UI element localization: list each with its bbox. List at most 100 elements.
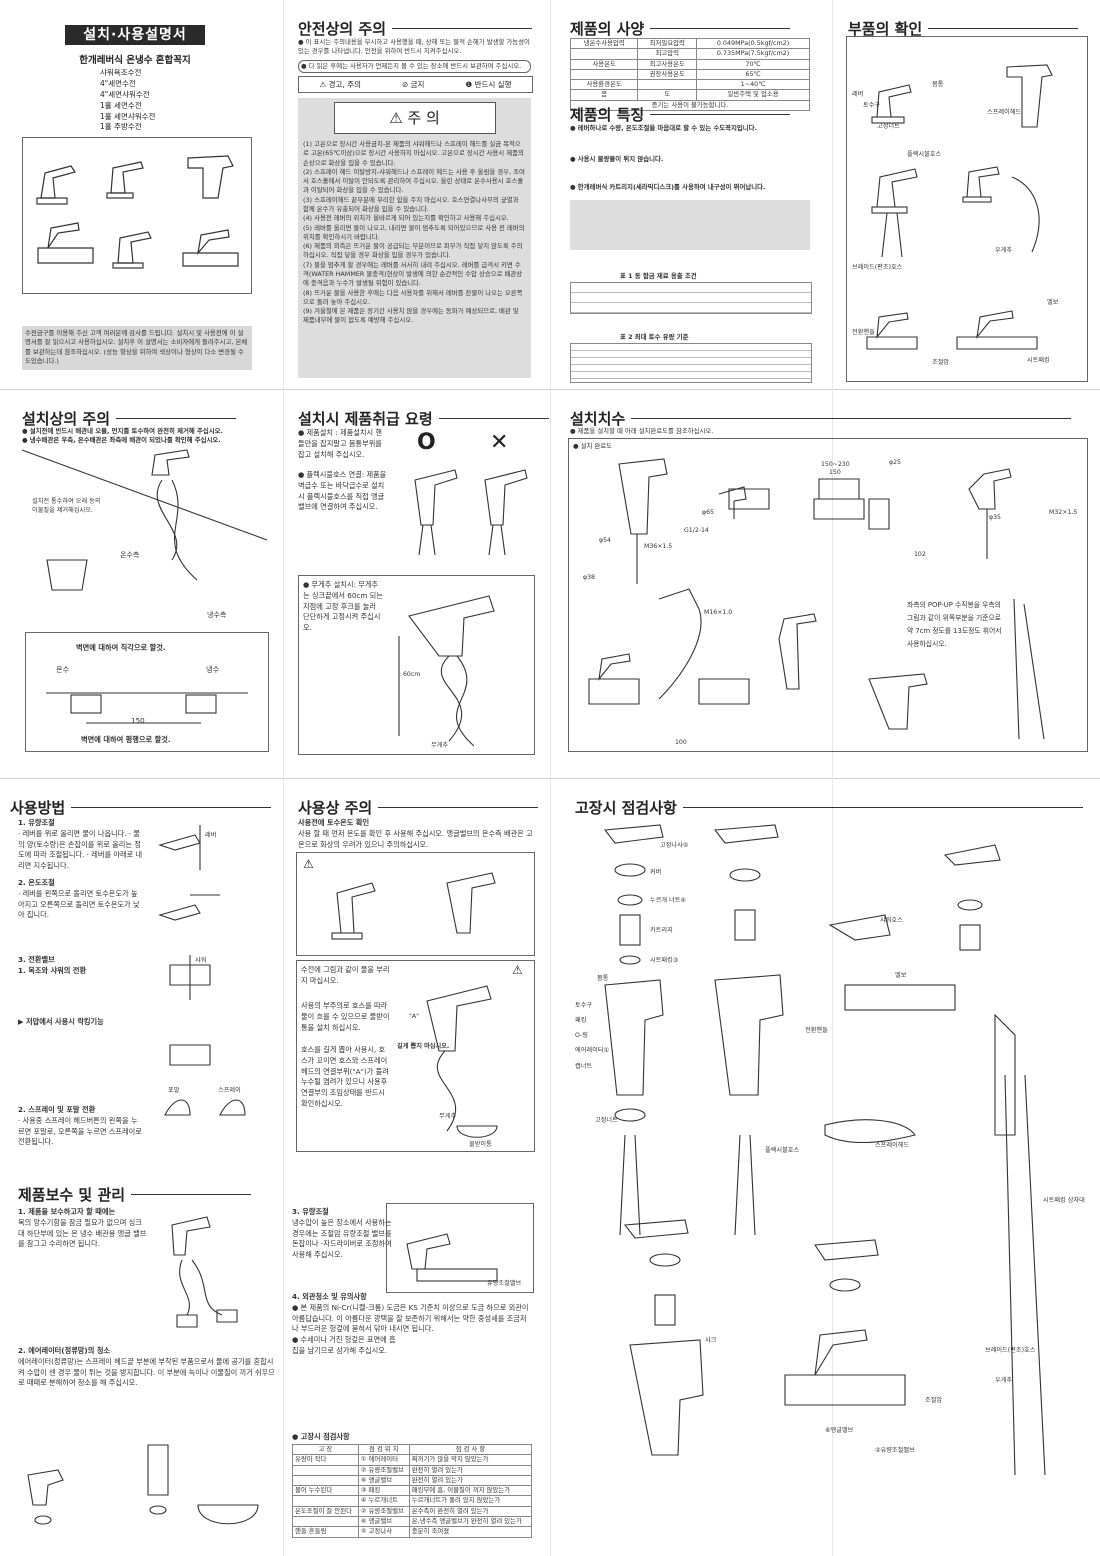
table-cell: ⑥ 앵글밸브 bbox=[357, 1515, 410, 1528]
install-caution-item: ● 설치전에 반드시 배관내 오물, 먼지를 토수하여 완전히 제거해 주십시오… bbox=[22, 427, 223, 435]
cold-label: 냉수 bbox=[206, 665, 220, 674]
table-cell: 사용환경온도 bbox=[569, 79, 639, 91]
connection-a-label: "A" bbox=[409, 1013, 419, 1020]
lever-label: 레버 bbox=[205, 832, 217, 839]
wall-mount-figure: 벽면에 대하여 직각으로 할것. 온수 냉수 150 벽면에 대하여 평행으로 … bbox=[25, 632, 269, 752]
feature-item: ● 사용시 불량물이 튀지 않습니다. bbox=[570, 155, 664, 164]
dims-drawing: ● 설치 완료도 φ65 G1/2-14 φ54 M36×1.5 φ38 M16… bbox=[568, 438, 1088, 752]
hot-label: 온수 bbox=[56, 665, 70, 674]
cover-subtitle: 한개레버식 온냉수 혼합꼭지 bbox=[79, 55, 191, 66]
part-label-weight: 우게추 bbox=[995, 247, 1013, 254]
safety-caution-box: ⚠ 주 의 (1) 고온으로 장시간 사용금지-본 제품의 샤워헤드나 스프레이… bbox=[298, 98, 531, 378]
ng-mark: ✕ bbox=[490, 430, 509, 455]
weight-install-svg bbox=[398, 595, 495, 747]
install-caution-list: ● 설치전에 반드시 배관내 오물, 먼지를 토수하여 완전히 제거해 주십시오… bbox=[22, 427, 267, 446]
usage-step-2: 2. 온도조절 · 레버를 왼쪽으로 돌리면 토수온도가 높아지고 오른쪽으로 … bbox=[18, 878, 143, 921]
shower-label: 샤워 bbox=[195, 957, 207, 964]
sink-figure-svg bbox=[21, 449, 268, 591]
feature-section-title: 제품의 특징 bbox=[570, 104, 791, 125]
parts-section-title: 부품의 확인 bbox=[848, 18, 1079, 39]
dim-label: φ54 bbox=[599, 537, 611, 544]
ts-label: 브레이드(편조)호스 bbox=[985, 1347, 1036, 1354]
use-caution-sub: 사용전에 토수온도 확인 bbox=[298, 818, 370, 827]
handling-text-1: ● 제품설치 : 제품설치시 핸들만을 잡지말고 몸통부위를 잡고 설치해 주십… bbox=[298, 428, 382, 459]
ts-label: ⑥앵글밸브 bbox=[825, 1427, 854, 1434]
usage-step-2-text: · 레버를 왼쪽으로 돌리면 토수온도가 높아지고 오른쪽으로 돌리면 토수온도… bbox=[18, 888, 140, 920]
prohibited-label: 금지 bbox=[410, 80, 425, 89]
handling-ox-figure: O ✕ bbox=[395, 430, 535, 560]
install-caution-item: ● 냉수배관은 우측, 온수배관은 좌측에 배관이 되었나를 확인해 주십시오. bbox=[22, 436, 221, 445]
maintenance-3-head: 3. 유량조절 bbox=[292, 1207, 329, 1216]
model-item: 4"세면수전 bbox=[100, 78, 136, 88]
part-label-spout: 토수구 bbox=[863, 102, 881, 109]
table-cell: 패킹부에 흠, 이물질이 끼지 않았는가 bbox=[408, 1485, 533, 1497]
use-caution-t3: 사용의 부주의로 호스를 따라 물이 흐를 수 있으므로 물받이통을 설치 하십… bbox=[301, 1001, 390, 1032]
caution-item: (7) 물을 멈추게 할 경우에는 레버를 서서히 내려 주십시오. 레버를 급… bbox=[303, 260, 523, 288]
ts-label: 몸통 bbox=[597, 975, 609, 982]
table-cell bbox=[292, 1515, 359, 1528]
weight-label: 무게추 bbox=[439, 1113, 457, 1120]
feature-item: ● 레버하나로 수량, 온도조절을 마음대로 할 수 있는 수도꼭지입니다. bbox=[570, 124, 757, 132]
table-cell: 일반주택 및 업소용 bbox=[696, 89, 810, 101]
part-label-sprayhead: 스프레이헤드 bbox=[987, 109, 1022, 116]
usage-step-1-text: · 레버를 위로 올리면 물이 나옵니다. · 물의 양(토수량)은 손잡이를 … bbox=[18, 828, 143, 871]
feature-detail-box bbox=[570, 200, 810, 250]
safety-title-text: 안전상의 주의 bbox=[298, 20, 387, 38]
parts-diagram-svg bbox=[866, 64, 1053, 350]
usage-step-3-head: 3. 전환밸브 bbox=[18, 955, 55, 964]
table-cell bbox=[292, 1495, 359, 1507]
ts-label: 샤크 bbox=[705, 1337, 717, 1344]
handling-section-title: 설치시 제품취급 요령 bbox=[298, 408, 549, 429]
model-item: 4"세면샤워수전 bbox=[100, 89, 150, 99]
flow-valve-label: 유량조절밸브 bbox=[487, 1280, 522, 1287]
table-cell: 완전히 열려 있는가 bbox=[408, 1474, 533, 1487]
caution-item: (4) 사용전 레버의 위치가 올바르게 되어 있는지를 확인하고 사용해 주십… bbox=[303, 214, 509, 223]
cover-title: 설치·사용설명서 bbox=[83, 27, 187, 43]
feature-list: ● 레버하나로 수량, 온도조절을 마음대로 할 수 있는 수도꼭지입니다. ●… bbox=[570, 124, 810, 192]
feature-item: ● 한개레버식 카트리지(세라믹디스크)를 사용하여 내구성이 뛰어납니다. bbox=[570, 182, 766, 191]
maintenance-4b-text: ● 수세미나 거친 헝겊은 표면에 흠집을 남기므로 삼가해 주십시오. bbox=[292, 1335, 396, 1355]
dim-label: φ25 bbox=[889, 459, 901, 466]
table-cell bbox=[292, 1474, 359, 1487]
aerator-figure bbox=[18, 1435, 276, 1535]
ts-label: 시트패킹③ bbox=[650, 957, 679, 964]
table-header: 고 장 bbox=[292, 1443, 359, 1456]
flow-valve-figure: 유량조절밸브 bbox=[386, 1203, 534, 1293]
ts-label: O-링 bbox=[575, 1032, 588, 1039]
dims-title-text: 설치치수 bbox=[570, 410, 626, 428]
maintenance-2: 2. 에어레이터(정류망)의 청소 에어레이터(정류망)는 스프레이 헤드끝 부… bbox=[18, 1346, 276, 1389]
cover-thanks-box: 수전금구를 이용해 주신 고객 여러분께 감사를 드립니다. 설치시 및 사용전… bbox=[22, 326, 252, 370]
feature-title-text: 제품의 특징 bbox=[570, 106, 645, 124]
table-cell: 도 bbox=[637, 89, 698, 101]
usage-figures-svg bbox=[158, 825, 246, 1116]
valve-figure-svg bbox=[171, 1216, 238, 1328]
dim-label: M36×1.5 bbox=[644, 543, 673, 550]
usage-step-3a: 1. 목조와 샤워의 전환 bbox=[18, 965, 87, 975]
dim-label: φ35 bbox=[989, 514, 1001, 521]
table-cell: 0.735MPa(7.5kgf/cm2) bbox=[696, 48, 810, 60]
table-cell: 최저필요압력 bbox=[637, 37, 698, 50]
caution-item: (6) 제품의 외측은 뜨거운 물이 공급되는 부분이므로 피부가 직접 닿지 … bbox=[303, 242, 523, 260]
part-label-flexhose: 플렉시블호스 bbox=[907, 151, 942, 158]
model-item: 1홀 세면샤워수전 bbox=[100, 111, 156, 121]
install-caution-title-text: 설치상의 주의 bbox=[22, 410, 111, 428]
cover-thanks-text: 수전금구를 이용해 주신 고객 여러분께 감사를 드립니다. 설치시 및 사용전… bbox=[25, 329, 248, 365]
spray-label: 스프레이 bbox=[218, 1087, 241, 1094]
dim-label: 102 bbox=[914, 551, 926, 558]
install-caution-figure: 설치전 통수하여 오래 등의 이물질을 제거해십시오. 온수측 냉수측 bbox=[21, 449, 268, 620]
aerator-figure-svg bbox=[27, 1444, 259, 1525]
ts-label: 누르개 너트④ bbox=[650, 897, 686, 904]
ts-label: 토수구 bbox=[575, 1002, 593, 1009]
use-caution-fig2-svg bbox=[426, 985, 498, 1138]
caution-triangle-icon: ⚠ bbox=[389, 109, 403, 127]
usage-step-2-head: 2. 온도조절 bbox=[18, 878, 55, 887]
model-item: 1홀 주방수전 bbox=[100, 122, 142, 132]
use-caution-fig1-svg bbox=[331, 872, 496, 940]
model-item: 1홀 세면수전 bbox=[100, 100, 142, 110]
maintenance-valve-figure bbox=[152, 1205, 277, 1335]
